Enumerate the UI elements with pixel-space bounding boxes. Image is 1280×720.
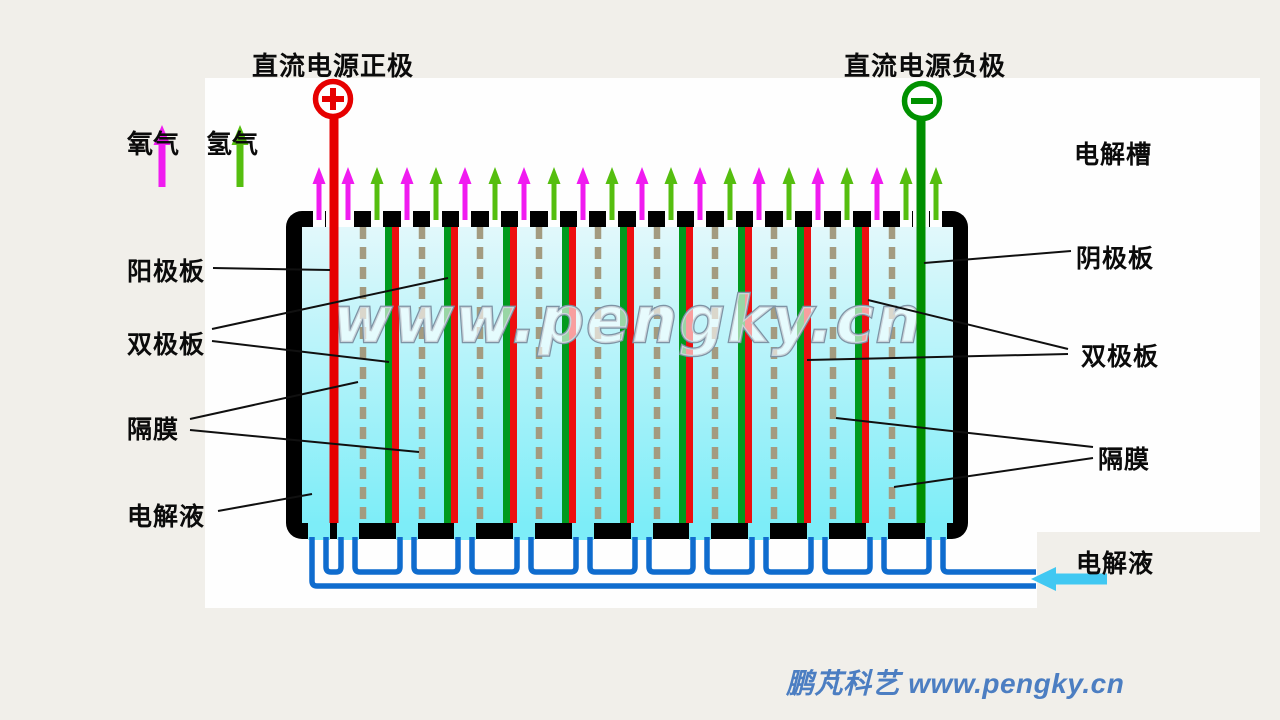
leader-line <box>806 353 1069 361</box>
cell-u-pipe <box>411 537 461 575</box>
oxygen-gas-arrow <box>312 167 326 220</box>
leader-line <box>211 277 449 330</box>
pipe-network <box>309 537 1036 589</box>
leader-line <box>923 250 1072 264</box>
electrodes <box>329 114 926 523</box>
label-electrolysis-tank: 电解槽 <box>1074 141 1153 169</box>
hydrogen-gas-arrow <box>723 167 737 220</box>
hydrogen-gas-arrow <box>488 167 502 220</box>
label-cathode-plate: 阴极板 <box>1076 245 1155 273</box>
label-membrane-right: 隔膜 <box>1098 446 1151 474</box>
oxygen-gas-arrow <box>576 167 590 220</box>
hydrogen-gas-arrow <box>547 167 561 220</box>
leader-line <box>189 429 420 453</box>
hydrogen-gas-arrow <box>605 167 619 220</box>
hydrogen-gas-arrow <box>429 167 443 220</box>
positive-terminal-title: 直流电源正极 <box>251 51 414 81</box>
leader-line <box>212 267 331 271</box>
hydrogen-gas-arrow <box>782 167 796 220</box>
legend-oxygen-arrow <box>153 125 171 187</box>
oxygen-gas-arrow <box>458 167 472 220</box>
bipolar-plate <box>738 227 752 523</box>
cell-u-pipe <box>352 537 403 575</box>
positive-terminal <box>312 78 354 120</box>
hydrogen-gas-arrow <box>929 167 943 220</box>
legend-hydrogen-arrow <box>231 125 249 187</box>
oxygen-gas-arrow <box>517 167 531 220</box>
outlet-pipe <box>940 537 1036 575</box>
label-anode-plate: 阳极板 <box>127 258 206 286</box>
cell-u-pipe <box>822 537 873 575</box>
label-membrane-left: 隔膜 <box>127 416 180 444</box>
center-watermark: www.pengky.cn <box>333 284 923 358</box>
gas-arrows <box>312 167 943 220</box>
bipolar-plates <box>385 227 869 523</box>
cell-u-pipe <box>587 537 638 575</box>
leader-line <box>835 417 1094 448</box>
cell-u-pipe <box>323 537 344 575</box>
leader-lines <box>189 250 1094 512</box>
oxygen-gas-arrow <box>870 167 884 220</box>
bipolar-plate <box>385 227 399 523</box>
cell-u-pipe <box>528 537 579 575</box>
label-electrolyte-inflow: 电解液 <box>1076 550 1155 578</box>
leader-line <box>211 340 390 363</box>
leader-line <box>893 457 1094 488</box>
oxygen-gas-arrow <box>400 167 414 220</box>
legend-arrows <box>153 125 249 187</box>
cell-u-pipe <box>881 537 932 575</box>
bipolar-plate <box>562 227 576 523</box>
site-watermark-footer: 鹏芃科艺 www.pengky.cn <box>786 668 1125 699</box>
anode-plate <box>329 114 339 523</box>
oxygen-gas-arrow <box>341 167 355 220</box>
label-electrolyte-left: 电解液 <box>127 503 206 531</box>
legend-hydrogen-label: 氢气 <box>206 129 259 159</box>
hydrogen-gas-arrow <box>840 167 854 220</box>
main-supply-pipe <box>309 537 1036 589</box>
bipolar-plate <box>620 227 634 523</box>
bipolar-plate <box>797 227 811 523</box>
cell-u-pipe <box>704 537 755 575</box>
label-bipolar-plate-left: 双极板 <box>127 331 206 359</box>
oxygen-gas-arrow <box>752 167 766 220</box>
cathode-plate <box>916 116 926 523</box>
leader-line <box>867 299 1069 350</box>
negative-terminal <box>901 80 943 122</box>
leader-line <box>189 381 359 420</box>
membranes <box>359 227 896 523</box>
oxygen-gas-arrow <box>693 167 707 220</box>
bottom-slots <box>308 521 947 540</box>
bipolar-plate <box>444 227 458 523</box>
cell-u-pipe <box>763 537 814 575</box>
bipolar-plate <box>679 227 693 523</box>
oxygen-gas-arrow <box>811 167 825 220</box>
bipolar-plate <box>855 227 869 523</box>
hydrogen-gas-arrow <box>664 167 678 220</box>
bipolar-plate <box>503 227 517 523</box>
hydrogen-gas-arrow <box>899 167 913 220</box>
hydrogen-gas-arrow <box>370 167 384 220</box>
legend-oxygen-label: 氧气 <box>127 129 180 159</box>
electrolyte-inflow-arrow <box>1031 567 1107 591</box>
cell-u-pipe <box>469 537 520 575</box>
label-bipolar-plate-right: 双极板 <box>1081 343 1160 371</box>
cell-u-pipe <box>646 537 696 575</box>
negative-terminal-title: 直流电源负极 <box>843 51 1006 81</box>
oxygen-gas-arrow <box>635 167 649 220</box>
leader-line <box>217 493 313 512</box>
